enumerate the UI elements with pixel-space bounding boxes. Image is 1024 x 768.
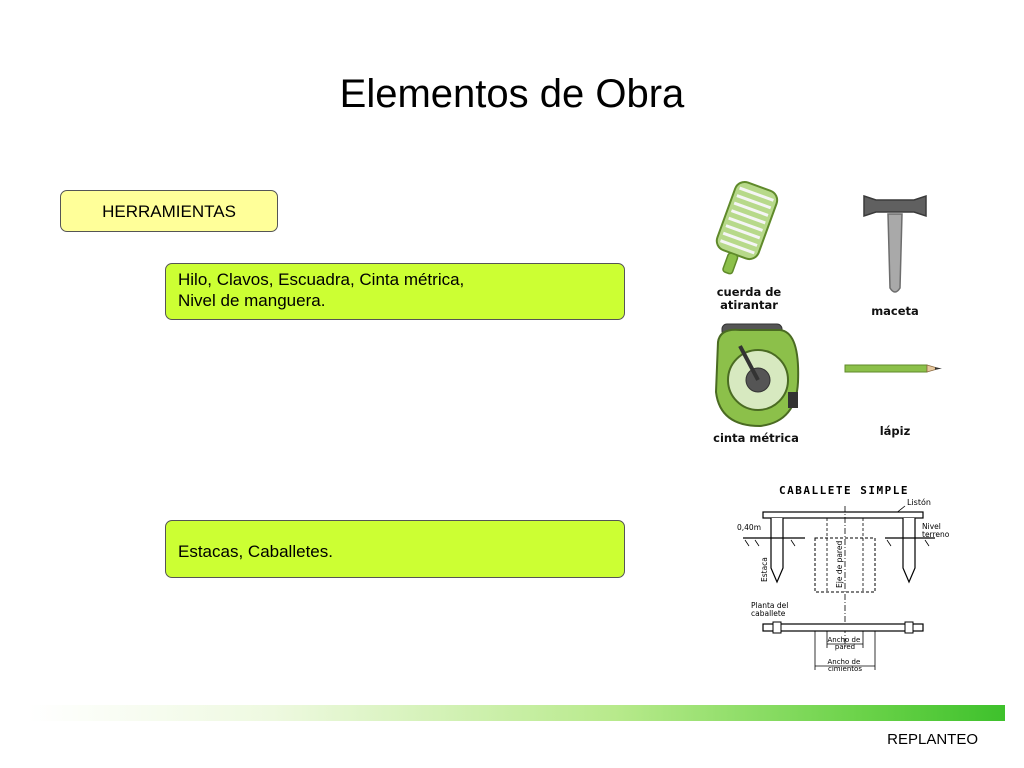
mallet-caption: maceta	[871, 304, 919, 318]
diagram-liston-label: Listón	[907, 497, 931, 507]
diagram-height-label: 0,40m	[737, 523, 761, 532]
tape-measure-caption: cinta métrica	[713, 431, 799, 445]
footer-label: REPLANTEO	[887, 731, 978, 748]
diagram-planta-label: Planta del caballete	[751, 601, 791, 618]
slide-title: Elementos de Obra	[339, 72, 685, 116]
string-reel-icon	[715, 180, 779, 275]
stakes-text: Estacas, Caballetes.	[178, 542, 333, 561]
string-reel-caption: cuerda de atirantar	[716, 285, 782, 312]
tools-list-line-2: Nivel de manguera.	[178, 291, 326, 310]
pencil-caption: lápiz	[879, 424, 911, 438]
tools-list-box: Hilo, Clavos, Escuadra, Cinta métrica, N…	[165, 263, 625, 320]
tape-measure-icon	[714, 323, 800, 428]
diagram-nivel-label: Nivel terreno	[922, 522, 950, 539]
category-label: HERRAMIENTAS	[102, 202, 236, 221]
diagram-title: CABALLETE SIMPLE	[779, 484, 909, 497]
tools-list-line-1: Hilo, Clavos, Escuadra, Cinta métrica,	[178, 270, 465, 289]
footer-gradient-bar	[28, 705, 1005, 721]
diagram-estaca-label: Estaca	[760, 557, 769, 582]
diagram-ancho-pared-label: Ancho de pared	[827, 636, 862, 651]
diagram-ancho-cimientos-label: Ancho de cimientos	[827, 658, 862, 673]
diagram-eje-label: Eje de pared	[835, 541, 844, 588]
pencil-icon	[844, 364, 942, 373]
caballete-diagram: CABALLETE SIMPLE Listón 0,40m Nivel terr…	[737, 484, 950, 673]
category-label-box: HERRAMIENTAS	[60, 190, 278, 232]
mallet-icon	[863, 194, 927, 293]
stakes-box: Estacas, Caballetes.	[165, 520, 625, 578]
